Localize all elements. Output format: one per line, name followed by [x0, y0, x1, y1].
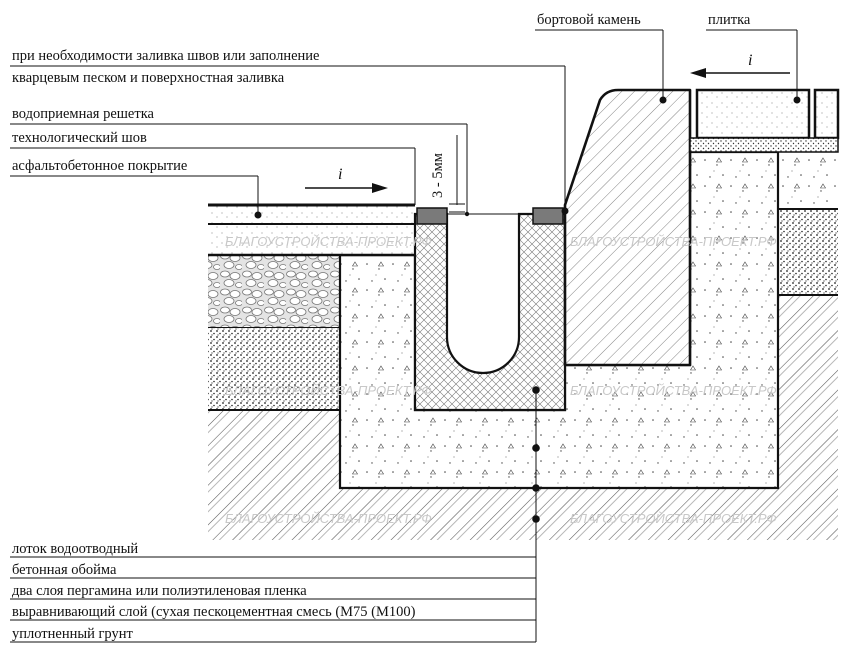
compacted-soil [208, 295, 838, 540]
label-membrane: два слоя пергамина или полиэтиленовая пл… [12, 583, 307, 599]
slope-label-left: i [338, 166, 342, 183]
label-soil: уплотненный грунт [12, 626, 133, 642]
asphalt-pavement [208, 205, 415, 255]
label-tech-seam: технологический шов [12, 130, 147, 146]
grate-right [532, 207, 564, 225]
label-asphalt: асфальтобетонное покрытие [12, 158, 187, 174]
label-seam-fill-2: кварцевым песком и поверхностная заливка [12, 70, 285, 86]
watermark-5: БЛАГОУСТРОЙСТВА-ПРОЕКТ.РФ [225, 510, 432, 526]
gap-dimension-label: 3 - 5мм [430, 153, 446, 198]
tile-mortar-bed [689, 137, 839, 153]
grate-left [416, 207, 448, 225]
label-tile: плитка [708, 12, 751, 28]
slope-label-right: i [748, 52, 752, 69]
tile-block-2 [813, 88, 840, 140]
watermark-1: БЛАГОУСТРОЙСТВА-ПРОЕКТ.РФ [225, 233, 432, 249]
sand-layer [208, 328, 340, 410]
label-channel: лоток водоотводный [12, 541, 138, 557]
watermark-3: БЛАГОУСТРОЙСТВА-ПРОЕКТ.РФ [225, 382, 432, 398]
label-seam-fill-1: при необходимости заливка швов или запол… [12, 48, 320, 64]
gravel-layer [208, 255, 340, 328]
label-curb-stone: бортовой камень [537, 12, 641, 28]
label-grate: водоприемная решетка [12, 106, 155, 122]
drainage-channel-body [413, 212, 567, 412]
label-concrete-shell: бетонная обойма [12, 562, 117, 578]
watermark-4: БЛАГОУСТРОЙСТВА-ПРОЕКТ.РФ [570, 382, 777, 398]
seam-point [561, 207, 569, 215]
watermark-6: БЛАГОУСТРОЙСТВА-ПРОЕКТ.РФ [570, 510, 777, 526]
label-leveling: выравнивающий слой (сухая пескоцементная… [12, 604, 416, 620]
tile-block-1 [695, 88, 811, 140]
right-concrete-layer [778, 152, 838, 209]
right-sand-layer [778, 209, 838, 295]
watermark-2: БЛАГОУСТРОЙСТВА-ПРОЕКТ.РФ [570, 233, 777, 249]
curb-stone [563, 88, 692, 367]
